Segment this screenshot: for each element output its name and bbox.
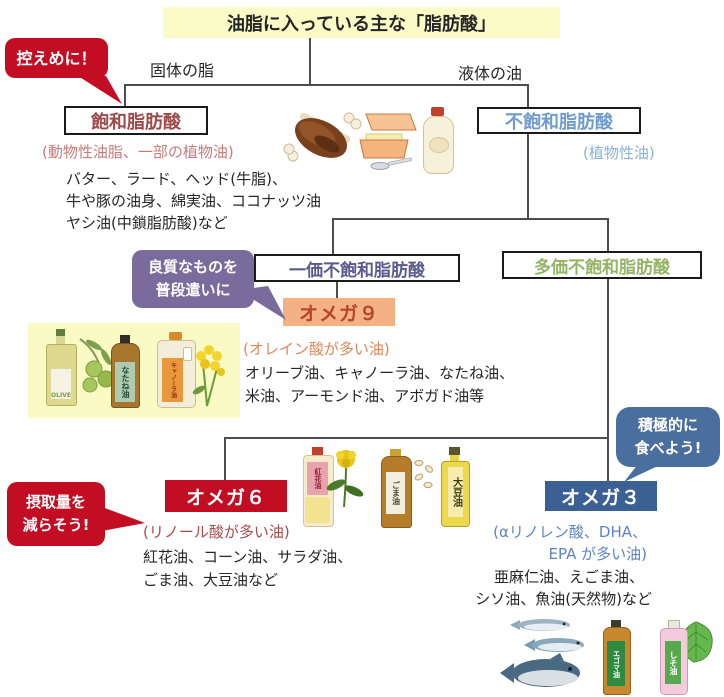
canola-flowers-icon [192, 345, 225, 407]
bottle-label: エゴマ油 [607, 641, 625, 686]
butter-dish-icon [359, 113, 417, 170]
bottle-neck [450, 455, 459, 462]
bottle-label: なたね油 [115, 362, 135, 402]
bottle-label [429, 137, 449, 153]
callout-reduce-intake-line: 摂取量を [25, 493, 86, 511]
safflower-oil-bottle-icon: 紅花油 [303, 447, 365, 527]
olive-oil-bottle-icon: OLIVE [44, 329, 119, 407]
omega3-example-line: 亜麻仁油、えごま油、 [493, 568, 644, 586]
bottle-handle [183, 347, 192, 361]
meat-on-bone-icon [283, 112, 362, 162]
bottle-cap [611, 620, 621, 627]
rapeseed-oil-bottle-icon: なたね油 [111, 335, 140, 408]
saturated-example-line: ヤシ油(中鎖脂肪酸)など [66, 214, 228, 232]
connector-line [527, 132, 529, 220]
poly-heading-box: 多価不飽和脂肪酸 [502, 251, 702, 279]
connector-line [224, 437, 609, 439]
omega6-example-line: 紅花油、コーン油、サラダ油、 [143, 548, 353, 566]
omega9-example-line: オリーブ油、キャノーラ油、なたね油、 [245, 364, 515, 382]
omega6-example-line: ごま油、大豆油など [143, 571, 279, 589]
omega9-box: オメガ９ [283, 298, 395, 326]
callout-moderation-tail [78, 76, 122, 104]
saturated-example-line: バター、ラード、ヘッド(牛脂)、 [66, 170, 287, 188]
connector-line [224, 437, 226, 481]
shiso-oil-bottle-icon: しそ油 [660, 620, 716, 695]
bottle-label: 大豆油 [448, 467, 463, 517]
connector-line [124, 84, 529, 86]
connector-line [332, 218, 609, 220]
connector-line [607, 218, 609, 251]
callout-eat-actively-line: 食べよう! [634, 439, 702, 457]
connector-line [332, 218, 334, 254]
callout-daily-use: 良質なものを 普段遣いに [132, 250, 254, 308]
bottle-cap [120, 335, 130, 343]
omega3-box: オメガ３ [545, 481, 657, 511]
connector-line [124, 84, 126, 107]
callout-moderation-text: 控えめに！ [16, 48, 97, 68]
omega3-subtitle-line: (αリノレン酸、DHA、 [493, 523, 647, 541]
connector-line [336, 280, 338, 299]
omega6-box: オメガ６ [165, 480, 287, 512]
bottle-cap [56, 329, 65, 336]
egoma-oil-bottle-icon: エゴマ油 [603, 620, 631, 695]
safflower-flower-icon [326, 450, 364, 508]
saturated-heading-box: 飽和脂肪酸 [64, 106, 208, 135]
bottle-label: 紅花油 [307, 462, 328, 495]
label-liquid-oil: 液体の油 [458, 64, 523, 83]
saturated-example-line: 牛や豚の油身、綿実油、ココナッツ油 [66, 192, 322, 210]
callout-eat-actively-line: 積極的に [637, 416, 698, 434]
canola-oil-bottle-icon: キャノーラ油 [157, 332, 227, 410]
bottle-cap [431, 107, 444, 116]
bottle-neck [56, 336, 65, 346]
callout-daily-use-line: 良質なものを [147, 258, 238, 276]
callout-daily-use-tail [238, 286, 286, 320]
omega6-subtitle: (リノール酸が多い油) [143, 523, 290, 541]
page-title: 油脂に入っている主な「脂肪酸」 [163, 7, 560, 38]
bottle-cap [312, 447, 323, 455]
callout-eat-actively-tail [624, 464, 662, 482]
omega9-example-line: 米油、アーモンド油、アボガド油等 [245, 387, 485, 405]
label-solid-fat: 固体の脂 [150, 61, 215, 80]
omega3-example-line: シソ油、魚油(天然物)など [475, 590, 652, 608]
callout-reduce-intake-line: 減らそう! [22, 516, 90, 534]
unsaturated-heading-box: 不飽和脂肪酸 [477, 107, 641, 134]
callout-reduce-intake: 摂取量を 減らそう! [7, 482, 105, 546]
fish-group-icon [500, 619, 584, 687]
bottle-label: キャノーラ油 [162, 358, 183, 402]
bottle-label: ごま油 [386, 472, 405, 514]
bottle-cap [390, 449, 401, 456]
bottle-cap [169, 332, 182, 340]
soybean-oil-bottle-icon: 大豆油 [441, 447, 470, 527]
sesame-oil-bottle-icon: ごま油 [381, 449, 437, 528]
omega9-subtitle: (オレイン酸が多い油) [243, 340, 390, 358]
mayonnaise-bottle-icon [422, 107, 454, 174]
bottle-label: しそ油 [665, 641, 681, 684]
sesame-seeds-icon [414, 459, 433, 489]
bottle-cap [449, 447, 460, 455]
bottle-oil [305, 497, 330, 523]
mono-heading-box: 一価不飽和脂肪酸 [254, 254, 460, 282]
unsaturated-subtitle: (植物性油) [583, 144, 655, 162]
callout-eat-actively: 積極的に 食べよう! [616, 407, 720, 467]
saturated-subtitle: (動物性油脂、一部の植物油) [42, 143, 234, 161]
connector-line [527, 84, 529, 108]
bottle-label: OLIVE [51, 369, 71, 399]
callout-reduce-intake-tail [102, 507, 145, 531]
callout-daily-use-line: 普段遣いに [155, 281, 231, 299]
connector-line [309, 38, 311, 85]
olive-branch-icon [79, 338, 115, 393]
connector-line [607, 277, 609, 482]
omega3-subtitle-line: EPA が多い油) [548, 545, 647, 563]
callout-moderation: 控えめに！ [5, 38, 108, 78]
